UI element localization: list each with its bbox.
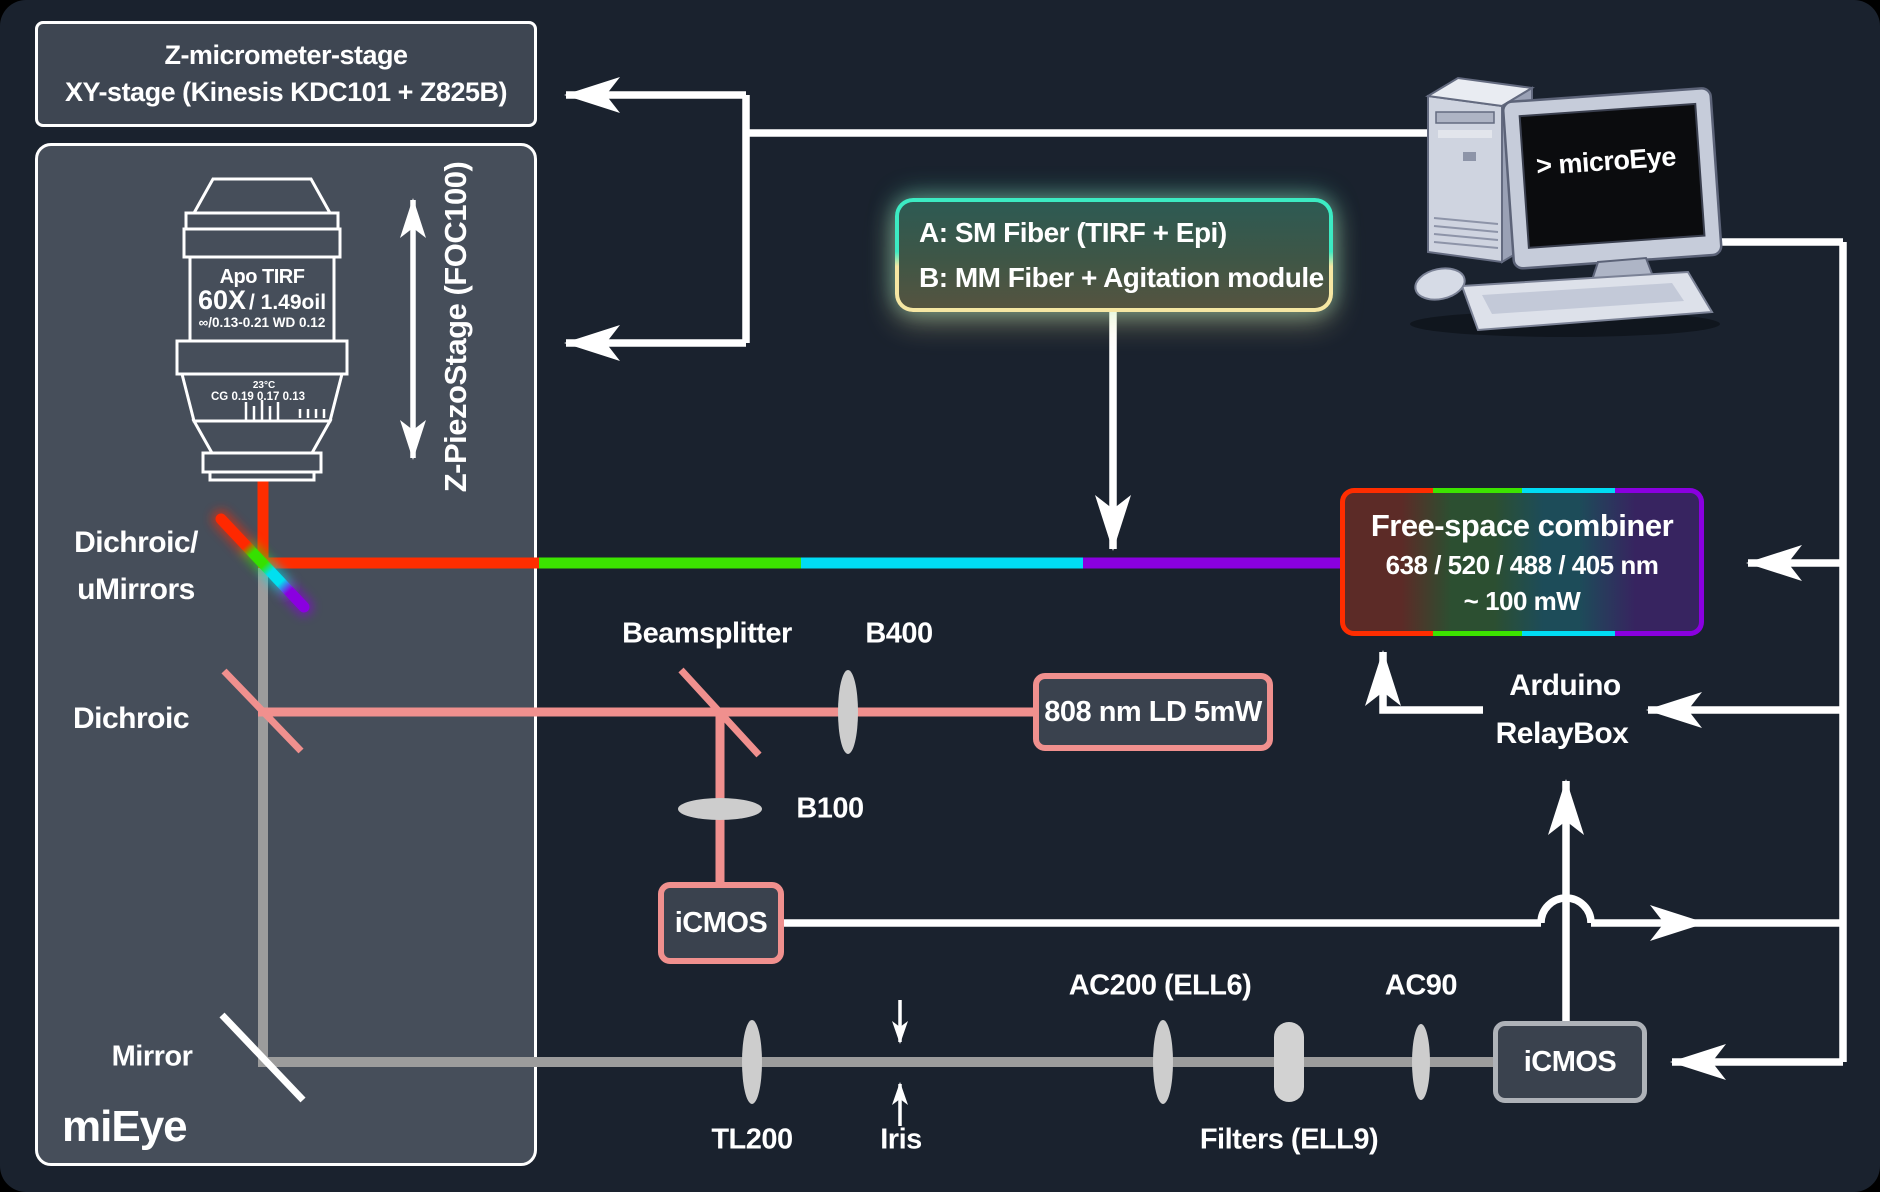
dichroic-mirror-icon xyxy=(221,668,304,754)
b100-label: B100 xyxy=(796,792,864,825)
relay-arduino-label: Arduino xyxy=(1509,669,1621,702)
icmos-camera-top-label: iCMOS xyxy=(674,906,768,939)
mirror-label: Mirror xyxy=(111,1040,193,1073)
b400-label: B400 xyxy=(865,617,933,650)
combiner-wavelengths: 638 / 520 / 488 / 405 nm xyxy=(1385,550,1659,580)
relaybox-to-combiner xyxy=(1365,650,1483,714)
rainbow-dichroic-icon xyxy=(215,513,310,613)
free-space-combiner-box: Free-space combiner 638 / 520 / 488 / 40… xyxy=(1340,488,1704,636)
icmos-camera-bottom-box: iCMOS xyxy=(1493,1021,1647,1103)
lens-tl200-icon xyxy=(742,1020,762,1104)
objective-temp: 23°C xyxy=(253,380,275,391)
mirror-elements xyxy=(212,510,762,1103)
objective-mag-na: 60X/ 1.49oil xyxy=(198,285,326,315)
computer-icon: > microEye xyxy=(1410,76,1723,337)
objective-icon: Apo TIRF 60X/ 1.49oil ∞/0.13-0.21 WD 0.1… xyxy=(175,177,349,482)
relay-relaybox-label: RelayBox xyxy=(1495,717,1629,750)
objective-na: / 1.49oil xyxy=(249,291,326,314)
icmos-camera-top-box: iCMOS xyxy=(658,882,784,964)
stage-box: Z-micrometer-stage XY-stage (Kinesis KDC… xyxy=(35,21,537,127)
mirror-icon xyxy=(219,1012,306,1103)
lens-b100-icon xyxy=(678,798,762,820)
lens-elements xyxy=(678,670,1430,1104)
ac200-label: AC200 (ELL6) xyxy=(1068,969,1252,1002)
beamsplitter-icon xyxy=(678,667,762,758)
control-lines xyxy=(564,77,1847,1080)
fiber-options-box: A: SM Fiber (TIRF + Epi) B: MM Fiber + A… xyxy=(895,198,1333,312)
filters-label: Filters (ELL9) xyxy=(1199,1123,1379,1156)
ac90-label: AC90 xyxy=(1384,969,1458,1002)
lens-b400-icon xyxy=(838,670,858,754)
stage-line1: Z-micrometer-stage xyxy=(164,40,408,70)
dichroic-umirrors-line2: uMirrors xyxy=(77,573,195,606)
icmos-top-line-hop xyxy=(1537,894,1595,924)
laser-diode-label: 808 nm LD 5mW xyxy=(1044,695,1262,728)
laser-beams xyxy=(257,476,1500,1067)
iris-label: Iris xyxy=(880,1123,922,1156)
fiber-option-b: B: MM Fiber + Agitation module xyxy=(919,261,1324,293)
lens-ac90-icon xyxy=(1412,1024,1430,1100)
combiner-power: ~ 100 mW xyxy=(1463,586,1581,616)
dichroic-label: Dichroic xyxy=(72,702,190,735)
objective-name: Apo TIRF xyxy=(220,266,305,288)
filters-slab-icon xyxy=(1274,1022,1304,1102)
stage-line2: XY-stage (Kinesis KDC101 + Z825B) xyxy=(65,77,507,107)
piezo-stage-label: Z-PiezoStage (FOC100) xyxy=(438,161,473,493)
dichroic-umirrors-label: Dichroic/ uMirrors xyxy=(74,519,198,613)
laser-diode-box: 808 nm LD 5mW xyxy=(1033,673,1273,751)
fiber-option-a: A: SM Fiber (TIRF + Epi) xyxy=(919,216,1227,248)
icmos-top-arrowhead xyxy=(1650,905,1706,941)
objective-spec: ∞/0.13-0.21 WD 0.12 xyxy=(199,315,326,330)
icmos-camera-bottom-label: iCMOS xyxy=(1523,1045,1617,1078)
tl200-label: TL200 xyxy=(711,1123,793,1156)
beamsplitter-label: Beamsplitter xyxy=(622,617,792,650)
objective-mag: 60X xyxy=(198,285,246,315)
dichroic-umirrors-line1: Dichroic/ xyxy=(74,526,198,559)
combiner-title: Free-space combiner xyxy=(1370,508,1674,543)
lens-ac200-icon xyxy=(1153,1020,1173,1104)
mieye-title: miEye xyxy=(62,1102,188,1151)
objective-scale-ticks xyxy=(244,400,326,420)
objective-cg: CG 0.19 0.17 0.13 xyxy=(211,391,305,403)
